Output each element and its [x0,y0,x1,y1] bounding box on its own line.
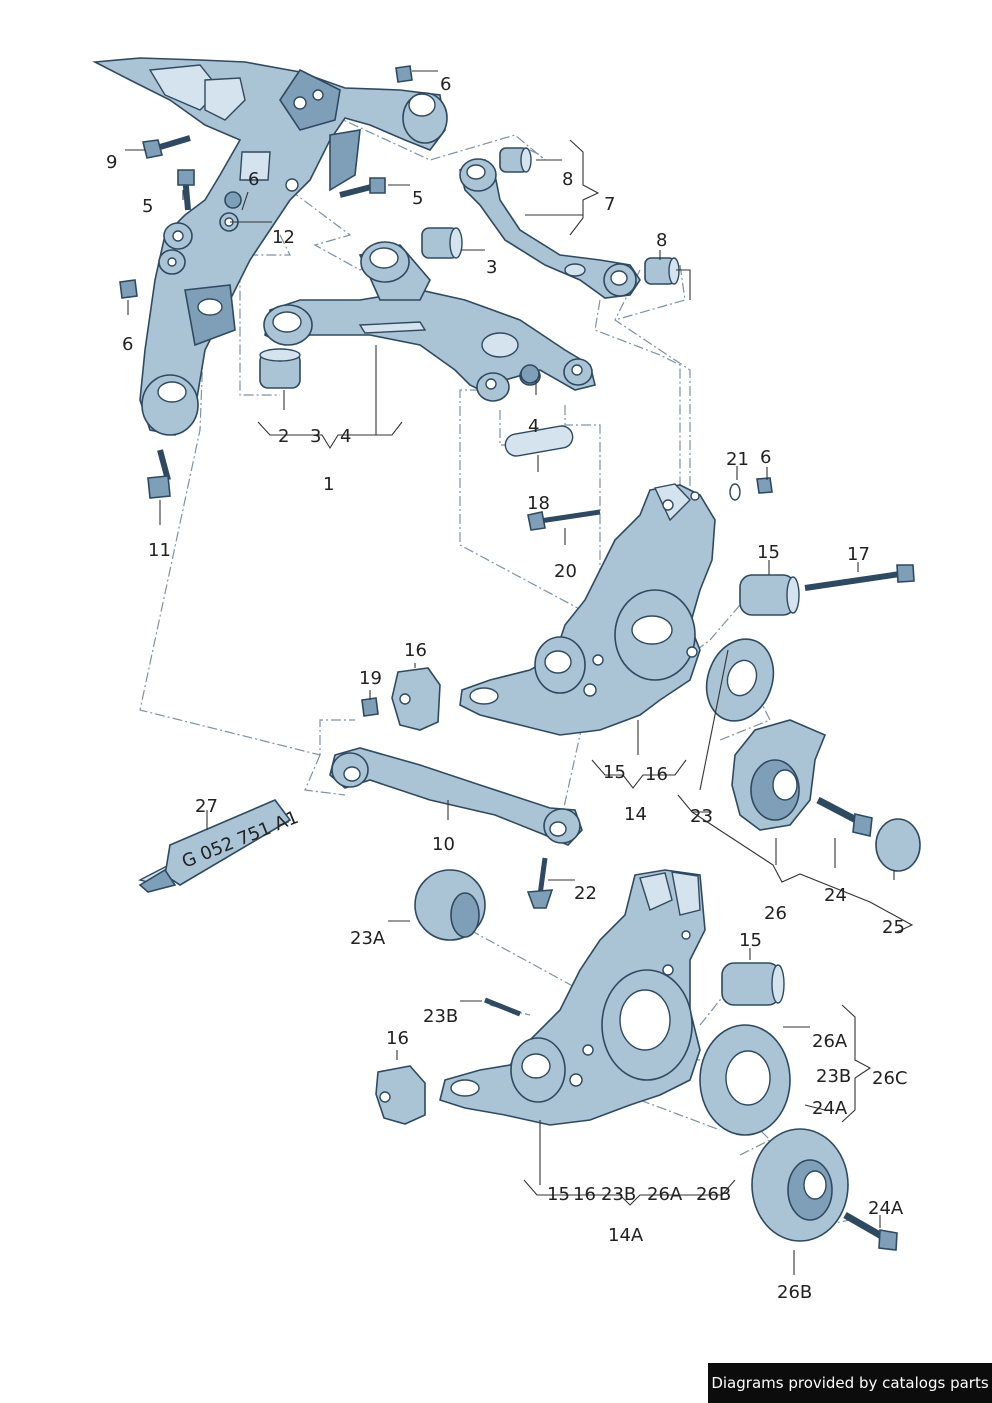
callout-16: 16 [573,1184,596,1205]
callout-15: 15 [757,542,780,563]
fasteners [119,65,915,1251]
callout-14a: 14A [608,1225,644,1246]
callout-26b: 26B [777,1282,812,1303]
callout-26a: 26A [812,1031,848,1052]
upper-link [459,158,641,299]
callout-24a: 24A [868,1198,904,1219]
callout-11: 11 [148,540,171,561]
callout-15: 15 [603,762,626,783]
callout-3: 3 [310,426,321,447]
callout-9: 9 [106,152,117,173]
callout-27: 27 [195,796,218,817]
callout-6: 6 [248,169,259,190]
callout-21: 21 [726,449,749,470]
lower-control-arm [263,241,596,402]
bushings [259,147,800,1125]
wheel-carrier [459,483,716,736]
callout-24a: 24A [812,1098,848,1119]
callout-23b: 23B [601,1184,636,1205]
callout-3: 3 [486,257,497,278]
callout-16: 16 [645,764,668,785]
callout-20: 20 [554,561,577,582]
callout-26: 26 [764,903,787,924]
callout-15: 15 [547,1184,570,1205]
callout-17: 17 [847,544,870,565]
callout-4: 4 [528,416,539,437]
callout-25: 25 [882,917,905,938]
callout-10: 10 [432,834,455,855]
callout-26a: 26A [647,1184,683,1205]
callout-24: 24 [824,885,847,906]
callout-2: 2 [278,426,289,447]
callout-6: 6 [122,334,133,355]
callout-6: 6 [440,74,451,95]
callout-26c: 26C [872,1068,907,1089]
hub-parts: G 052 751 A1 [138,638,921,1242]
wheel-carrier-14a [439,869,706,1126]
callout-19: 19 [359,668,382,689]
leader-lines [125,70,914,1275]
callout-12: 12 [272,227,295,248]
callout-23: 23 [690,806,713,827]
footer-credit: Diagrams provided by catalogs parts [708,1363,992,1403]
callout-22: 22 [574,883,597,904]
callout-18: 18 [527,493,550,514]
callout-7: 7 [604,194,615,215]
callout-6: 6 [760,447,771,468]
callout-1: 1 [323,474,334,495]
callout-5: 5 [142,196,153,217]
callout-16: 16 [386,1028,409,1049]
callout-15: 15 [739,930,762,951]
callout-23b: 23B [423,1006,458,1027]
callout-16: 16 [404,640,427,661]
trailing-link [329,747,583,846]
callout-8: 8 [562,169,573,190]
callout-8: 8 [656,230,667,251]
callout-23b: 23B [816,1066,851,1087]
callout-14: 14 [624,804,647,825]
callout-26b: 26B [696,1184,731,1205]
callout-labels: 6 9 5 6 5 12 6 8 7 3 8 2 3 4 4 1 11 21 6… [106,74,907,1303]
callout-23a: 23A [350,928,386,949]
callout-5: 5 [412,188,423,209]
subframe [92,57,448,436]
callout-4: 4 [340,426,351,447]
